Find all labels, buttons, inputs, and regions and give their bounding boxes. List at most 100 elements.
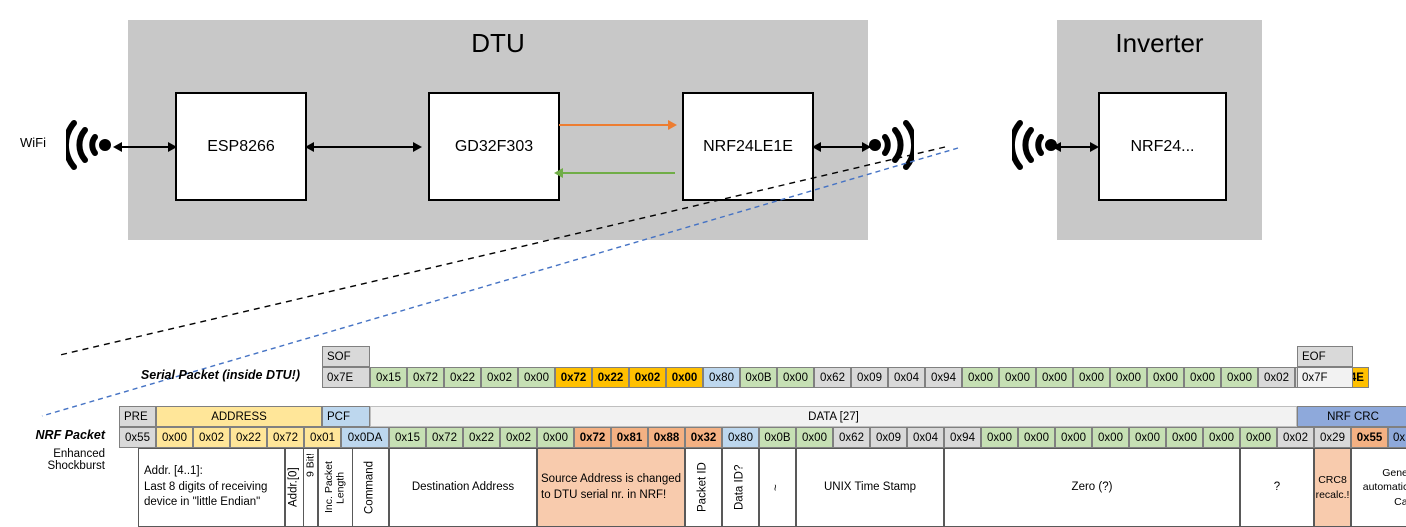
serial-byte-11: 0x00 — [777, 367, 814, 388]
annotation-address: Addr. [4..1]: Last 8 digits of receiving… — [138, 448, 285, 527]
nrf-address-byte-2: 0x22 — [230, 427, 267, 448]
arrowhead-right — [1090, 142, 1099, 152]
annotation-zero: Zero (?) — [944, 448, 1240, 527]
serial-byte-17: 0x00 — [999, 367, 1036, 388]
nrf-byte-7: 0x88 — [648, 427, 685, 448]
serial-byte-12: 0x62 — [814, 367, 851, 388]
serial-byte-9: 0x80 — [703, 367, 740, 388]
packet-tables: Serial Packet (inside DTU!) SOF EOF 0x7E… — [0, 340, 1406, 527]
arrowhead-left — [113, 142, 122, 152]
annotation-unix: UNIX Time Stamp — [796, 448, 944, 527]
nrf-byte-12: 0x62 — [833, 427, 870, 448]
orange-tx-arrow — [559, 124, 671, 126]
nrf-data-header: DATA [27] — [370, 406, 1297, 427]
serial-byte-24: 0x02 — [1258, 367, 1295, 388]
nrf-byte-13: 0x09 — [870, 427, 907, 448]
annotation-row: Addr. [4..1]: Last 8 digits of receiving… — [138, 448, 1406, 527]
nrf-byte-26: 0x55 — [1351, 427, 1388, 448]
nrf-packet-label: NRF Packet — [35, 428, 105, 442]
inverter-antenna-icon — [1008, 117, 1058, 178]
annotation-tilde: ~ — [759, 448, 796, 527]
arrowhead-left-green — [554, 168, 563, 178]
serial-byte-13: 0x09 — [851, 367, 888, 388]
serial-sof-header: SOF — [322, 346, 370, 367]
serial-byte-19: 0x00 — [1073, 367, 1110, 388]
serial-byte-23: 0x00 — [1221, 367, 1258, 388]
chip-gd32f303: GD32F303 — [428, 92, 560, 201]
nrf-byte-1: 0x72 — [426, 427, 463, 448]
serial-byte-21: 0x00 — [1147, 367, 1184, 388]
nrf-byte-15: 0x94 — [944, 427, 981, 448]
nrf-byte-11: 0x00 — [796, 427, 833, 448]
serial-eof-header-row: EOF — [1297, 346, 1353, 367]
nrf-byte-0: 0x15 — [389, 427, 426, 448]
arrowhead-left — [1052, 142, 1061, 152]
nrf-address-byte-1: 0x02 — [193, 427, 230, 448]
nrf-byte-17: 0x00 — [1018, 427, 1055, 448]
nrf-crc-byte-0: 0x.. — [1388, 427, 1406, 448]
annotation-question: ? — [1240, 448, 1314, 527]
serial-byte-10: 0x0B — [740, 367, 777, 388]
nrf-crc-header: NRF CRC — [1297, 406, 1406, 427]
serial-byte-15: 0x94 — [925, 367, 962, 388]
serial-byte-20: 0x00 — [1110, 367, 1147, 388]
nrf-address-byte-3: 0x72 — [267, 427, 304, 448]
annotation-pcf-bit: 9 Bit! — [304, 448, 318, 527]
nrf-byte-6: 0x81 — [611, 427, 648, 448]
serial-byte-14: 0x04 — [888, 367, 925, 388]
serial-sof-value: 0x7E — [322, 367, 370, 388]
chip-label: NRF24... — [1130, 137, 1195, 155]
nrf-byte-25: 0x29 — [1314, 427, 1351, 448]
nrf-byte-9: 0x80 — [722, 427, 759, 448]
nrf-byte-14: 0x04 — [907, 427, 944, 448]
chip-label: GD32F303 — [454, 137, 534, 155]
nrf-byte-16: 0x00 — [981, 427, 1018, 448]
nrf-pcf-header: PCF — [322, 406, 370, 427]
serial-byte-22: 0x00 — [1184, 367, 1221, 388]
nrf-byte-20: 0x00 — [1129, 427, 1166, 448]
nrf-byte-18: 0x00 — [1055, 427, 1092, 448]
inverter-antenna-link — [1058, 146, 1096, 148]
nrf-packet-sublabel: Enhanced Shockburst — [47, 448, 105, 472]
nrf-byte-4: 0x00 — [537, 427, 574, 448]
dtu-title: DTU — [471, 28, 525, 58]
serial-eof-row: 0x7F — [1297, 367, 1353, 388]
inverter-enclosure: Inverter — [1057, 20, 1262, 240]
chip-esp8266: ESP8266 — [175, 92, 307, 201]
annotation-addr0: Addr.[0] — [285, 448, 304, 527]
green-rx-arrow — [562, 172, 675, 174]
nrf-pre-header: PRE — [119, 406, 156, 427]
serial-byte-2: 0x22 — [444, 367, 481, 388]
nrf-address-header: ADDRESS — [156, 406, 322, 427]
serial-byte-1: 0x72 — [407, 367, 444, 388]
nrf-header-row: PRE ADDRESS PCF DATA [27] NRF CRC — [119, 406, 1406, 427]
arrowhead-left — [305, 142, 314, 152]
serial-header-row: SOF — [322, 346, 370, 367]
nrf-address-byte-4: 0x01 — [304, 427, 341, 448]
serial-byte-5: 0x72 — [555, 367, 592, 388]
serial-byte-6: 0x22 — [592, 367, 629, 388]
wifi-antenna-icon — [62, 117, 112, 178]
serial-byte-3: 0x02 — [481, 367, 518, 388]
nrf-byte-10: 0x0B — [759, 427, 796, 448]
annotation-destination: Destination Address — [389, 448, 537, 527]
esp-gd32-link — [312, 146, 420, 148]
nrf-byte-2: 0x22 — [463, 427, 500, 448]
inverter-title: Inverter — [1115, 28, 1204, 58]
serial-byte-7: 0x02 — [629, 367, 666, 388]
chip-label: NRF24LE1E — [703, 137, 793, 155]
annotation-crc8: CRC8 recalc.! — [1314, 448, 1351, 527]
serial-eof-header: EOF — [1297, 346, 1353, 367]
nrf-byte-5: 0x72 — [574, 427, 611, 448]
wifi-label: WiFi — [20, 135, 46, 150]
nrf-pcf-value: 0x0DA — [341, 427, 389, 448]
serial-byte-16: 0x00 — [962, 367, 999, 388]
nrf-byte-21: 0x00 — [1166, 427, 1203, 448]
chip-label: ESP8266 — [207, 137, 275, 155]
block-diagram: DTU Inverter WiFi ESP8266 GD32F303 NRF24… — [20, 20, 1262, 240]
serial-eof-value: 0x7F — [1297, 367, 1353, 388]
annotation-data-id: Data ID? — [722, 448, 759, 527]
annotation-source: Source Address is changed to DTU serial … — [537, 448, 685, 527]
nrf-byte-8: 0x32 — [685, 427, 722, 448]
nrf-pre-value: 0x55 — [119, 427, 156, 448]
